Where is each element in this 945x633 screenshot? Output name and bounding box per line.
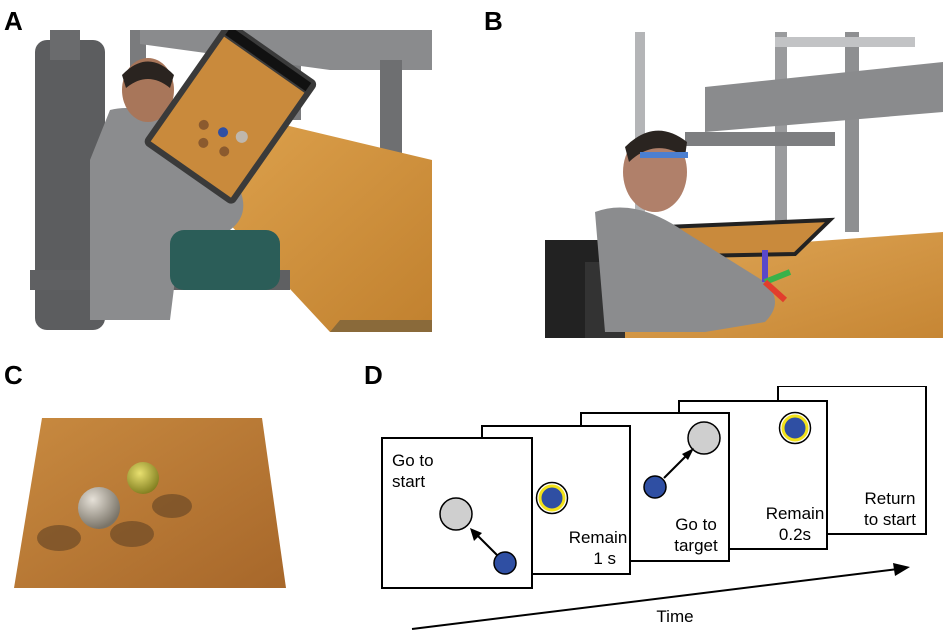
card-1-line-1: Go to [392,451,434,470]
card-5-line-1: Return [864,489,915,508]
shadow-3 [152,494,192,518]
panel-c-illustration [14,416,286,588]
time-axis-label: Time [656,607,693,626]
panel-label-a: A [4,6,23,36]
target-sphere [127,462,159,494]
cursor-dot [643,475,667,499]
card-4-line-2: 0.2s [779,525,811,544]
panel-a-illustration [30,30,432,332]
card-4-line-1: Remain [766,504,825,523]
card-5-line-2: to start [864,510,916,529]
target-hold-ring [781,414,809,442]
timeline-card-1: Go to start [381,437,533,589]
wooden-board [14,418,286,588]
panel-label-b: B [484,6,503,36]
shadow-1 [37,525,81,551]
start-sphere [78,487,120,529]
shadow-2 [110,521,154,547]
card-1-line-2: start [392,472,425,491]
start-circle [439,497,473,531]
panel-b-illustration [545,32,943,338]
tablet [144,30,317,204]
trial-timeline: Return to start Remain 0.2s Go to target… [370,386,930,631]
target-circle [687,421,721,455]
card-3-line-1: Go to [675,515,717,534]
start-hold-ring [538,484,566,512]
time-arrow [411,563,910,630]
card-2-line-2: 1 s [593,549,616,568]
panel-label-d: D [364,360,383,390]
card-2-line-1: Remain [569,528,628,547]
panel-label-c: C [4,360,23,390]
card-3-line-2: target [674,536,718,555]
hand-cursor-dot [493,551,517,575]
